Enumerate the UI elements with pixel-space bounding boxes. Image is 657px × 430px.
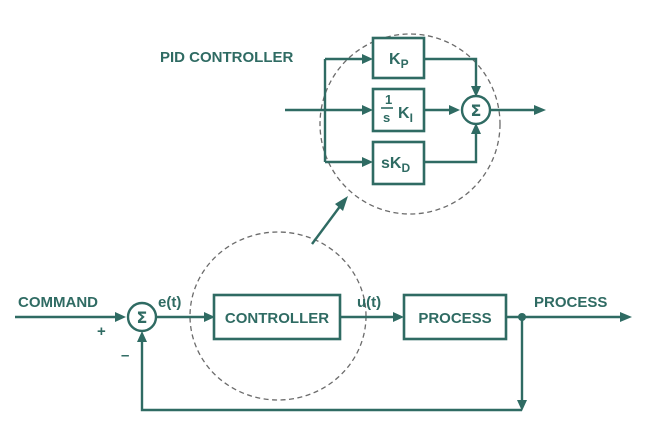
command-label: COMMAND (18, 294, 98, 311)
kd-block-subscript: D (401, 161, 410, 175)
kd-block-frame (371, 140, 426, 186)
control-signal-label: u(t) (357, 294, 381, 311)
ki-block-label: KI (398, 105, 413, 125)
ki-input-arrowhead (362, 105, 373, 115)
pid-zoom-circle (319, 33, 501, 215)
kp-block-main: K (389, 51, 401, 68)
ki-block-frame (371, 87, 426, 133)
kd-input-arrowhead (362, 157, 373, 167)
pid-output-arrowhead (534, 105, 546, 115)
kp-input-arrowhead (362, 54, 373, 64)
plus-sign: + (97, 323, 106, 340)
output-arrowhead (620, 312, 632, 322)
ki-block-subscript: I (410, 111, 413, 125)
kd-block: sKD (371, 140, 426, 186)
pid-sigma-symbol: Σ (471, 101, 482, 120)
feedback-return-line (140, 340, 522, 412)
kp-block: KP (371, 36, 426, 80)
kd-to-sum-line (425, 132, 478, 164)
ki-block-main: K (398, 105, 410, 122)
output-label: PROCESS (534, 294, 607, 311)
feedback-down-arrowhead (517, 400, 527, 411)
pid-summing-junction (460, 94, 492, 126)
ki-fraction-numerator: 1 (385, 92, 392, 107)
process-block-label: PROCESS (418, 310, 491, 327)
ki-block: 1 s KI (371, 87, 426, 133)
feedback-arrowhead (137, 331, 147, 342)
zoom-connector-line (311, 204, 342, 245)
ki-fraction-denominator: s (383, 110, 390, 125)
kp-block-label: KP (389, 51, 409, 71)
minus-sign: – (121, 347, 129, 364)
error-arrowhead (204, 312, 215, 322)
kp-block-frame (371, 36, 426, 80)
kp-to-sum-line (425, 57, 478, 88)
kd-block-main: sK (381, 155, 402, 172)
controller-block-label: CONTROLLER (225, 310, 329, 327)
control-arrowhead (393, 312, 404, 322)
kp-block-subscript: P (401, 57, 409, 71)
error-label: e(t) (158, 294, 181, 311)
zoom-connector-arrowhead (335, 196, 348, 211)
ki-to-sum-arrowhead (449, 105, 460, 115)
pid-controller-title: PID CONTROLLER (160, 49, 293, 66)
main-sigma-symbol: Σ (137, 308, 148, 327)
kd-block-label: sKD (381, 155, 410, 175)
command-arrowhead (115, 312, 126, 322)
kp-to-sum-arrowhead (471, 86, 481, 97)
kd-to-sum-arrowhead (471, 123, 481, 134)
